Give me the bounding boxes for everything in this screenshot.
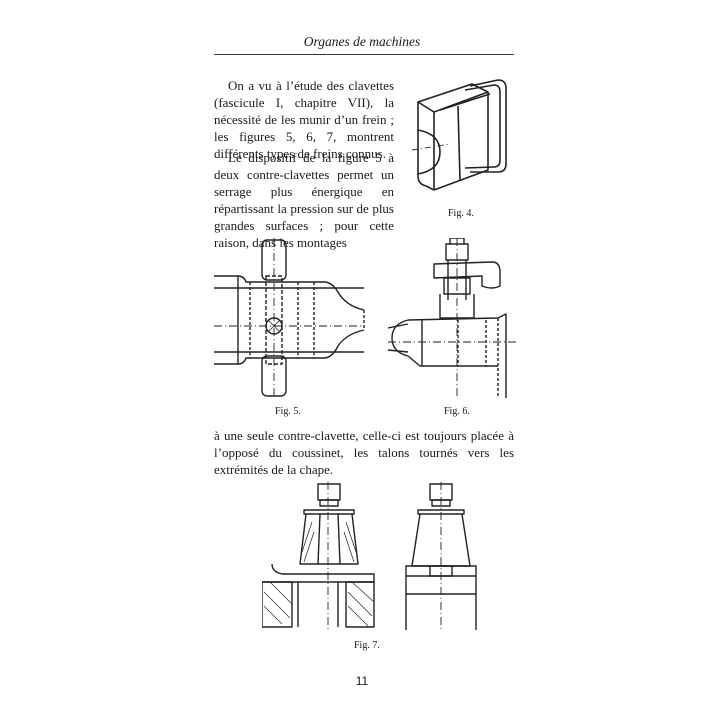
figure-6-caption: Fig. 6. — [444, 406, 470, 417]
header-rule — [214, 54, 514, 55]
paragraph-2: Le dispositif de la figure 5 à deux cont… — [214, 150, 394, 250]
figure-6-drawing — [388, 238, 518, 403]
paragraph-1: On a vu à l’étude des clavettes (fascicu… — [214, 78, 394, 161]
figure-4-drawing — [410, 72, 520, 202]
figure-7-caption: Fig. 7. — [354, 640, 380, 651]
figure-7-drawing — [262, 482, 492, 632]
paragraph-3: à une seule contre-clavette, celle-ci es… — [214, 428, 514, 477]
running-header: Organes de machines — [303, 34, 421, 49]
figure-5-drawing — [214, 236, 374, 401]
figure-5-caption: Fig. 5. — [275, 406, 301, 417]
figure-4-caption: Fig. 4. — [448, 208, 474, 219]
page-number: 11 — [355, 674, 369, 688]
